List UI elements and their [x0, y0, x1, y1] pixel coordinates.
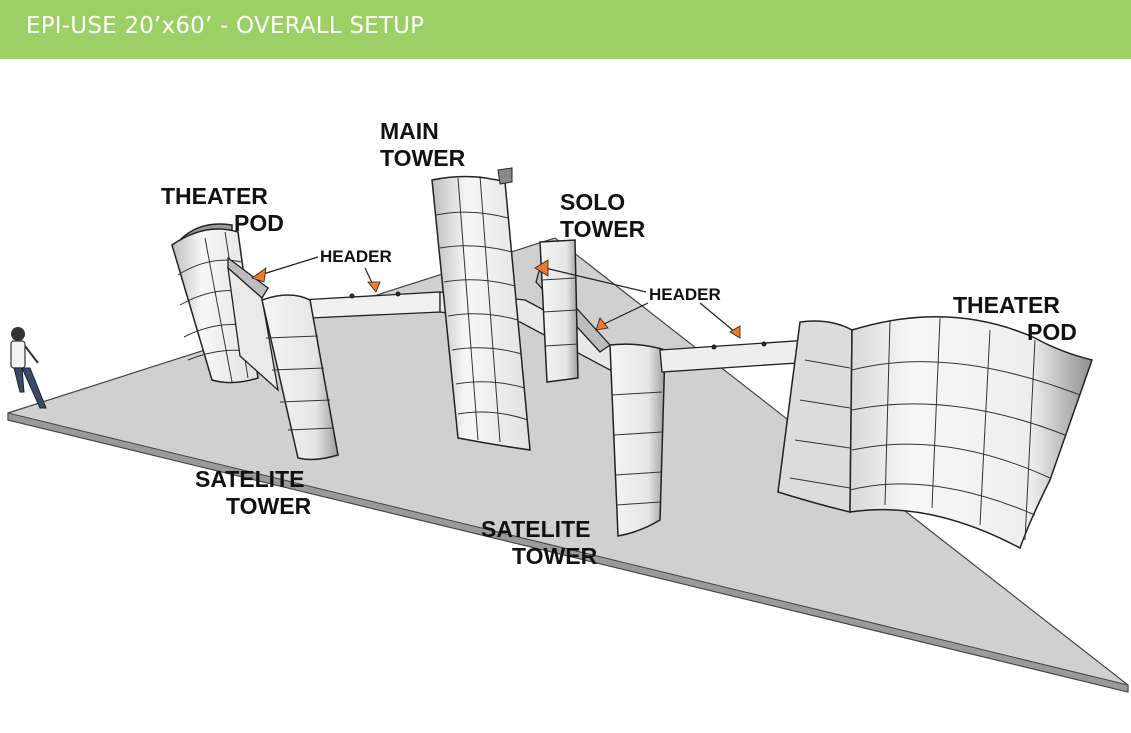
satellite-tower-left [261, 294, 339, 461]
label-main-tower-1: MAIN [380, 118, 439, 144]
label-satelite-tower-left-1: SATELITE [195, 466, 304, 492]
label-header-left: HEADER [320, 247, 392, 266]
label-main-tower-2: TOWER [380, 145, 466, 171]
label-satelite-tower-left-2: TOWER [226, 493, 312, 519]
theater-pod-right [777, 316, 1093, 550]
label-satelite-tower-center-1: SATELITE [481, 516, 590, 542]
label-theater-pod-left-1: THEATER [161, 183, 268, 209]
label-theater-pod-right-2: POD [1027, 319, 1077, 345]
arrow-icon [534, 259, 549, 277]
label-satelite-tower-center-2: TOWER [512, 543, 598, 569]
label-theater-pod-left-2: POD [234, 210, 284, 236]
main-tower [431, 167, 531, 451]
label-theater-pod-right-1: THEATER [953, 292, 1060, 318]
page-title: EPI-USE 20’x60’ - OVERALL SETUP [26, 13, 425, 39]
label-header-right: HEADER [649, 285, 721, 304]
solo-tower [539, 239, 579, 383]
person-figure [10, 327, 47, 409]
title-bar: EPI-USE 20’x60’ - OVERALL SETUP [0, 0, 1131, 59]
floor-edge [7, 412, 1129, 693]
arrow-icon [367, 281, 381, 293]
arrow-icon [595, 317, 609, 331]
arrow-icon [729, 325, 741, 339]
header-arrows [251, 256, 741, 339]
label-solo-tower-2: TOWER [560, 216, 646, 242]
label-solo-tower-1: SOLO [560, 189, 625, 215]
arrow-icon [251, 267, 267, 283]
satellite-tower-center [609, 343, 666, 537]
